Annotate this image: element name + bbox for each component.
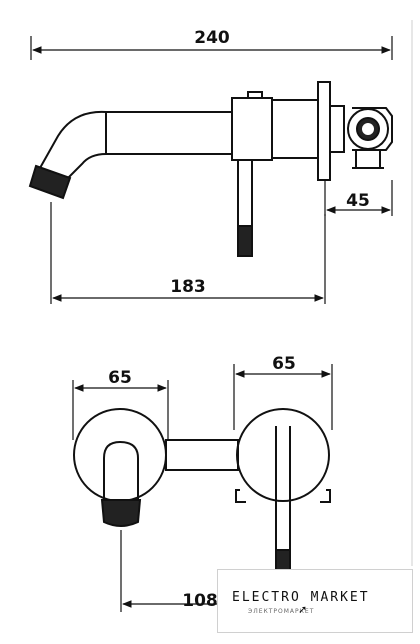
- lever-tip: [237, 225, 253, 257]
- dim-65-left-line: [72, 380, 169, 440]
- dim-65-right-label: 65: [272, 354, 296, 374]
- watermark-brand: ELECTRO MARKET: [232, 590, 370, 605]
- spout-curve: [39, 110, 107, 179]
- wall-flange: [317, 81, 331, 181]
- dim-108-label: 108: [182, 591, 218, 611]
- handle-block: [231, 97, 273, 161]
- dim-183-line: [50, 202, 326, 304]
- dim-45-line: [324, 180, 393, 216]
- watermark-tagline: ЭЛЕКТРОМАРКЕТ: [248, 608, 315, 615]
- dim-65-left-label: 65: [108, 368, 132, 388]
- watermark-logo: ELECTRO MARKET ЭЛЕКТРОМАРКЕТ ➚: [217, 569, 413, 633]
- front-aerator: [100, 499, 142, 527]
- left-rosette: [73, 408, 167, 502]
- right-rosette: [236, 408, 330, 502]
- dim-240-line: [30, 36, 393, 60]
- dim-183-label: 183: [170, 277, 206, 297]
- cursor-icon: ➚: [298, 603, 308, 616]
- dim-240-label: 240: [194, 28, 230, 48]
- side-view: [28, 36, 393, 304]
- dim-45-label: 45: [346, 191, 370, 211]
- dim-65-right-line: [233, 364, 333, 430]
- aerator-tip: [28, 164, 72, 200]
